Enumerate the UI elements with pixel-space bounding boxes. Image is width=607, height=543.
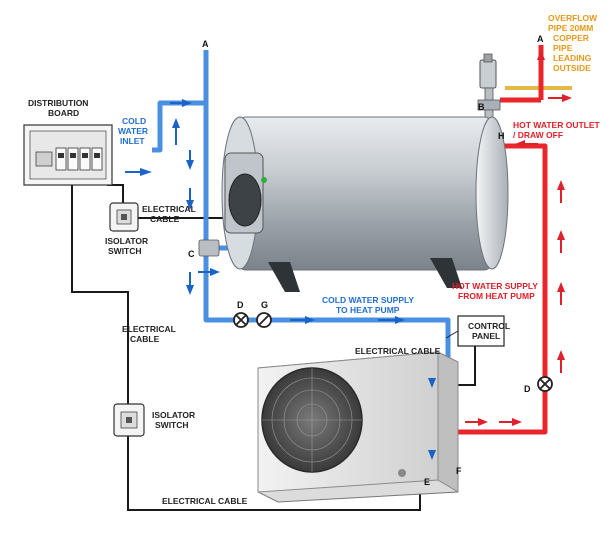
arrow-blue-up: [172, 118, 180, 128]
label-cold-water-supply-line1: COLD WATER SUPPLY: [322, 295, 414, 305]
cable-isolator-to-heatpump: [127, 436, 421, 511]
arrow-red-up-3: [557, 282, 565, 292]
marker-c: C: [188, 249, 195, 259]
arrow-blue-down-4: [428, 378, 436, 388]
cable-board-to-isolator-bottom: [71, 185, 129, 404]
arrow-blue-down-1: [186, 160, 194, 170]
text-labels: DISTRIBUTION BOARD COLD WATER INLET ELEC…: [28, 13, 601, 506]
label-distribution-board-line1: DISTRIBUTION: [28, 98, 88, 108]
label-isolator-switch-top-line2: SWITCH: [108, 246, 142, 256]
arrow-blue-right-3: [210, 268, 220, 276]
label-electrical-cable-mid-line1: ELECTRICAL: [122, 324, 176, 334]
tank-stand-right: [430, 258, 462, 288]
label-hot-water-outlet-line2: / DRAW OFF: [513, 130, 563, 140]
arrow-blue-right-4: [305, 316, 315, 324]
arrow-red-left: [515, 140, 525, 148]
label-hot-water-supply-line2: FROM HEAT PUMP: [458, 291, 535, 301]
isolator-switch-top: [109, 202, 139, 232]
flow-arrows-blue: [140, 99, 436, 460]
arrow-red-right-3: [512, 418, 522, 426]
label-overflow-line3: COPPER: [553, 33, 589, 43]
electrical-cables: [71, 172, 476, 511]
marker-a-left: A: [202, 39, 209, 49]
label-electrical-cable-top-line2: CABLE: [150, 214, 180, 224]
label-electrical-cable-top-line1: ELECTRICAL: [142, 204, 196, 214]
tank-stand-left: [268, 262, 300, 292]
label-control-panel-line2: PANEL: [472, 331, 500, 341]
label-electrical-cable-right: ELECTRICAL CABLE: [355, 346, 441, 356]
arrow-blue-down-5: [428, 450, 436, 460]
valve-c: [198, 239, 220, 257]
label-isolator-switch-bottom-line2: SWITCH: [155, 420, 189, 430]
flow-arrows-red-lines: [465, 97, 563, 423]
label-cold-water-inlet-line3: INLET: [120, 136, 145, 146]
marker-g: G: [261, 300, 268, 310]
label-hot-water-supply-line1: HOT WATER SUPPLY: [452, 281, 538, 291]
arrow-blue-right-2: [140, 168, 152, 176]
drain-port: [398, 469, 406, 477]
marker-d-left: D: [237, 300, 244, 310]
marker-b: B: [478, 102, 485, 112]
label-overflow-line5: LEADING: [553, 53, 592, 63]
valve-g: [256, 312, 272, 328]
label-isolator-switch-bottom-line1: ISOLATOR: [152, 410, 195, 420]
marker-h: H: [498, 131, 505, 141]
label-cold-water-inlet-line2: WATER: [118, 126, 148, 136]
arrow-blue-down-3: [186, 285, 194, 295]
marker-d-right: D: [524, 384, 531, 394]
valve-d-right: [537, 376, 553, 392]
letter-markers: A A B H C D G D E F: [188, 34, 544, 487]
label-electrical-cable-mid-line2: CABLE: [130, 334, 160, 344]
arrow-red-right-1: [562, 94, 572, 102]
marker-f: F: [456, 466, 462, 476]
label-electrical-cable-bottom: ELECTRICAL CABLE: [162, 496, 248, 506]
arrow-blue-right-1: [182, 99, 192, 107]
arrow-blue-right-5: [395, 316, 405, 324]
arrow-blue-down-2: [186, 200, 194, 210]
arrow-red-up-4: [557, 350, 565, 360]
fan-grille: [262, 368, 362, 472]
label-overflow-line4: PIPE: [553, 43, 573, 53]
flow-arrows-red: [478, 50, 572, 426]
indicator-light: [261, 177, 267, 183]
label-cold-water-inlet-line1: COLD: [122, 116, 146, 126]
flow-arrows-blue-lines: [125, 102, 396, 321]
marker-e: E: [424, 477, 430, 487]
label-hot-water-outlet-line1: HOT WATER OUTLET: [513, 120, 601, 130]
arrow-red-up-2: [557, 230, 565, 240]
control-panel: [445, 315, 505, 347]
thermostat-knob: [228, 173, 262, 227]
hot-water-tank: [221, 116, 509, 292]
label-overflow-line2: PIPE 20MM: [548, 23, 593, 33]
label-distribution-board-line2: BOARD: [48, 108, 79, 118]
arrow-red-up-1: [557, 180, 565, 190]
label-cold-water-supply-line2: TO HEAT PUMP: [336, 305, 400, 315]
arrow-red-up-a: [537, 50, 545, 60]
distribution-board: [23, 124, 113, 186]
label-overflow-line6: OUTSIDE: [553, 63, 591, 73]
label-overflow-line1: OVERFLOW: [548, 13, 598, 23]
valve-d-left: [233, 312, 249, 328]
label-isolator-switch-top-line1: ISOLATOR: [105, 236, 148, 246]
heat-pump-unit: [257, 351, 459, 503]
marker-a-right: A: [537, 34, 544, 44]
isolator-switch-bottom: [113, 403, 145, 437]
label-control-panel-line1: CONTROL: [468, 321, 510, 331]
arrow-red-right-2: [478, 418, 488, 426]
